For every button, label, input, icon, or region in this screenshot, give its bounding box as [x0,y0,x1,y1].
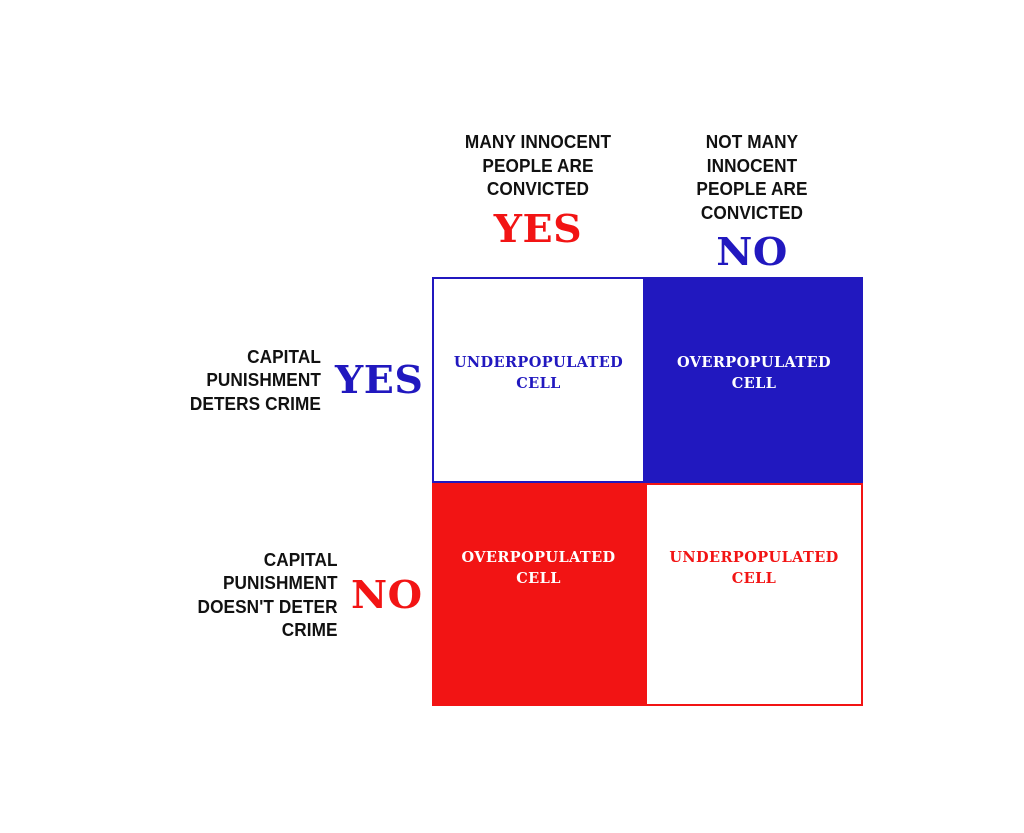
row-header-deters-crime: CAPITAL PUNISHMENT DETERS CRIME YES [120,277,424,483]
row-header-question: CAPITAL PUNISHMENT DOESN'T DETER CRIME [197,548,338,641]
column-header-question: NOT MANY INNOCENT PEOPLE ARE CONVICTED [696,131,808,223]
matrix-cell-label: OVERPOPULATED CELL [676,354,832,392]
row-header-doesnt-deter-crime: CAPITAL PUNISHMENT DOESN'T DETER CRIME N… [120,483,423,706]
matrix-cell-deters-yes-many-convicted-yes: UNDERPOPULATED CELL [432,277,645,483]
matrix-cell-label: UNDERPOPULATED CELL [669,548,839,587]
matrix-cell-label: OVERPOPULATED CELL [461,548,616,587]
matrix-cell-label: UNDERPOPULATED CELL [453,354,624,392]
column-header-answer: NO [716,229,788,274]
row-header-question: CAPITAL PUNISHMENT DETERS CRIME [189,345,321,414]
matrix-cell-deters-yes-many-convicted-no: OVERPOPULATED CELL [645,277,863,483]
matrix-cell-deters-no-many-convicted-no: UNDERPOPULATED CELL [645,483,863,706]
matrix-grid: UNDERPOPULATED CELL OVERPOPULATED CELL O… [432,277,863,706]
column-header-question: MANY INNOCENT PEOPLE ARE CONVICTED [464,131,612,199]
column-header-not-many-convicted: NOT MANY INNOCENT PEOPLE ARE CONVICTED N… [645,130,859,272]
column-header-many-convicted: MANY INNOCENT PEOPLE ARE CONVICTED YES [431,130,645,249]
column-header-answer: YES [493,205,583,251]
row-header-answer: YES [334,357,424,402]
matrix-cell-deters-no-many-convicted-yes: OVERPOPULATED CELL [432,483,645,706]
row-header-answer: NO [351,571,423,617]
